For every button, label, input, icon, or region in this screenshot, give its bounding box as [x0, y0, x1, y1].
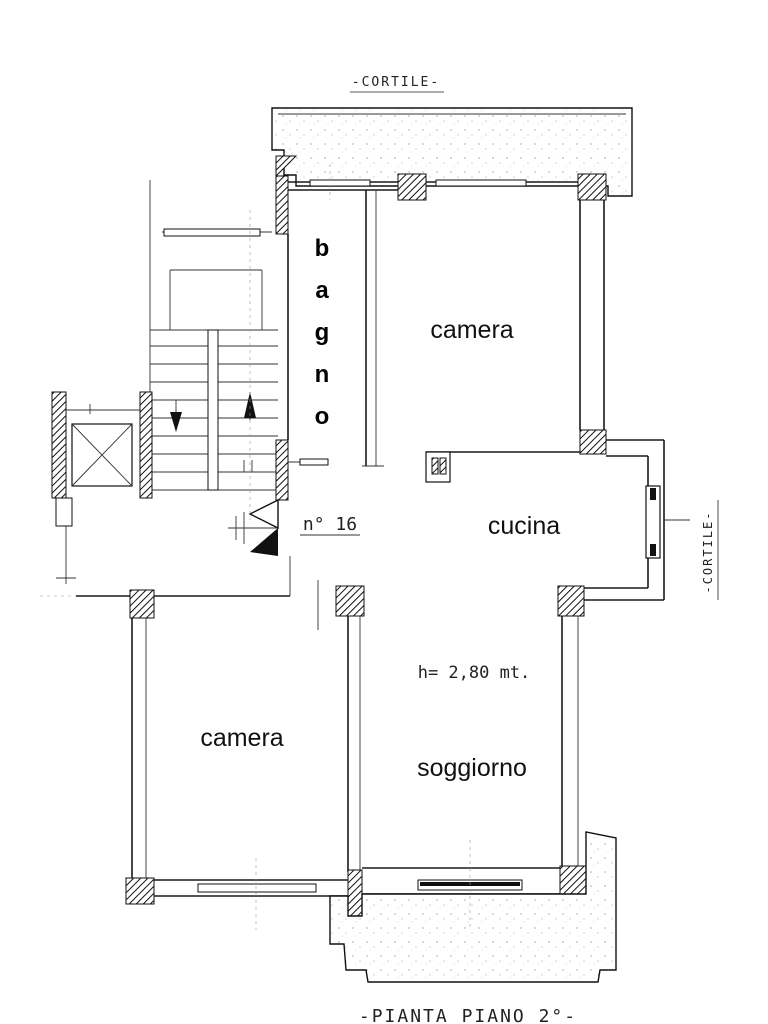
construction-lines	[40, 164, 471, 930]
top-wall	[275, 155, 607, 235]
entrance-door	[228, 498, 360, 556]
camera-right-wall	[579, 200, 607, 455]
bagno-letter-g: g	[315, 319, 330, 346]
camera-top-label: camera	[430, 316, 513, 344]
staircase	[149, 180, 278, 495]
bottom-caption: -PIANTA PIANO 2°-	[359, 1006, 577, 1024]
height-note: h= 2,80 mt.	[418, 663, 531, 683]
bagno-letter-n: n	[315, 361, 330, 388]
bagno-letter-a: a	[315, 277, 329, 304]
apartment-number: n° 16	[303, 514, 357, 535]
bagno-letter-o: o	[315, 403, 330, 430]
lift-shaft	[51, 391, 153, 584]
cucina-label: cucina	[488, 512, 560, 540]
bagno-label: b a g n o	[315, 235, 330, 430]
bottom-wall	[125, 831, 617, 983]
top-terrace	[271, 107, 633, 197]
soggiorno-label: soggiorno	[417, 754, 527, 782]
cortile-top-label: -CORTILE-	[352, 75, 440, 90]
middle-partitions	[76, 556, 579, 880]
bagno-walls	[275, 190, 384, 501]
cucina-walls	[425, 439, 690, 617]
cortile-right-label: -CORTILE-	[701, 510, 715, 593]
bagno-letter-b: b	[315, 235, 330, 262]
camera-bottom-label: camera	[200, 724, 283, 752]
